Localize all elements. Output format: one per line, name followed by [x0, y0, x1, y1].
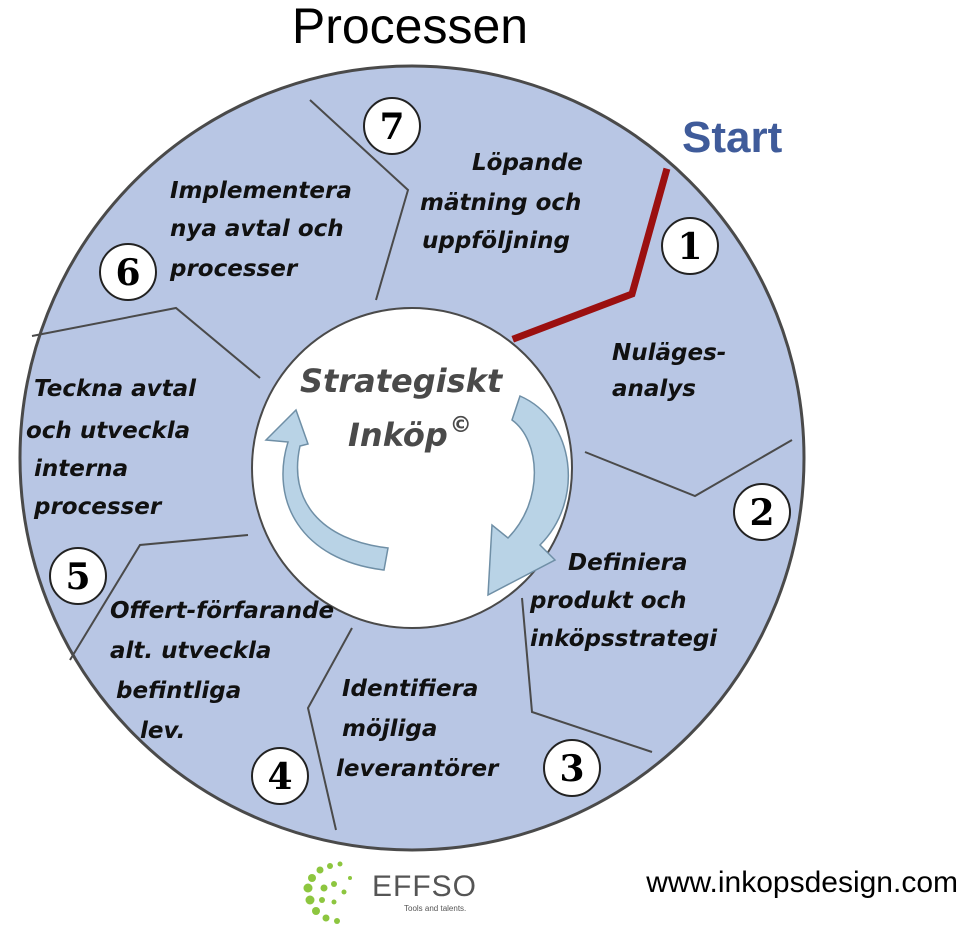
website-url: www.inkopsdesign.com	[646, 866, 958, 899]
badge-6-circle	[99, 243, 157, 301]
effso-logo-tagline: Tools and talents.	[404, 904, 467, 913]
cycle-arrows	[264, 394, 569, 597]
center-label-line2-text: Inköp	[348, 416, 448, 454]
page-title: Processen	[291, 0, 529, 54]
divider-6-7	[309, 99, 410, 301]
segment-5-label: Teckna avtal och utveckla interna proces…	[26, 376, 204, 520]
badge-7-circle	[363, 97, 421, 155]
badge-5-number: 5	[65, 556, 90, 598]
center-circle	[251, 307, 573, 629]
badge-2-circle	[733, 483, 791, 541]
badge-6-number: 6	[115, 252, 140, 294]
segment-1-label: Nuläges- analys	[612, 340, 734, 402]
copyright-symbol: ©	[450, 413, 472, 438]
start-label: Start	[682, 113, 783, 162]
segment-6-label: Implementera nya avtal och processer	[169, 178, 360, 282]
effso-logo-dots-icon	[303, 861, 352, 924]
cycle-arrow-right	[487, 394, 569, 597]
center-label-line1: Strategiskt	[300, 362, 504, 400]
badge-2-number: 2	[749, 492, 774, 534]
badge-4-circle	[251, 747, 309, 805]
number-labels: 1 2 3 4 5 6 7	[65, 106, 774, 798]
divider-5-6	[31, 306, 261, 379]
segment-labels: Nuläges- analys Definiera produkt och in…	[26, 150, 734, 782]
effso-logo-text: EFFSO	[372, 870, 478, 903]
badge-3-circle	[543, 739, 601, 797]
badge-1-circle	[661, 217, 719, 275]
badge-4-number: 4	[267, 756, 292, 798]
divider-3-4	[306, 627, 353, 831]
segment-2-label: Definiera produkt och inköpsstrategi	[529, 550, 718, 652]
badge-3-number: 3	[559, 748, 584, 790]
divider-4-5	[69, 534, 249, 661]
divider-2-3	[521, 597, 653, 753]
segment-7-label: Löpande mätning och uppföljning	[420, 150, 591, 254]
start-indicator-line	[511, 167, 671, 343]
cycle-arrow-left	[264, 408, 389, 571]
badge-5-circle	[49, 547, 107, 605]
center-label-line2: Inköp©	[348, 413, 472, 454]
divider-1-2	[584, 439, 793, 498]
segment-dividers	[31, 99, 793, 831]
badge-7-number: 7	[379, 106, 404, 148]
segment-3-label: Identifiera möjliga leverantörer	[336, 676, 500, 782]
badge-1-number: 1	[677, 226, 702, 268]
segment-4-label: Offert-förfarande alt. utveckla befintli…	[110, 598, 342, 744]
number-badges	[49, 97, 791, 805]
effso-logo: EFFSO Tools and talents.	[300, 858, 520, 928]
